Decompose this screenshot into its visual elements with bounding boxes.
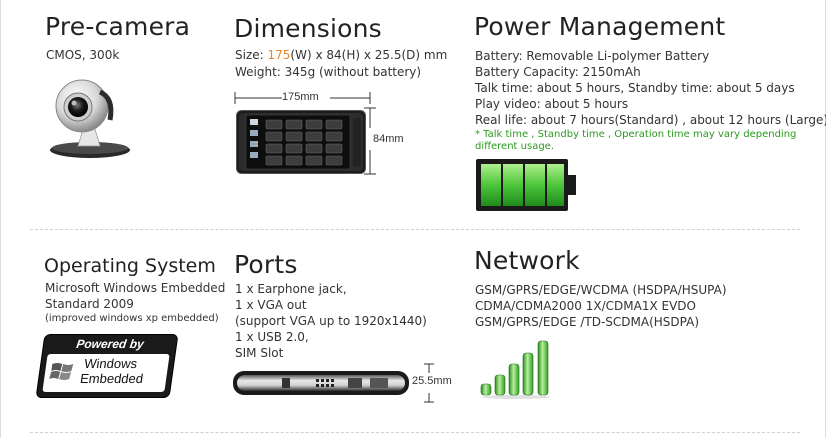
power-note: * Talk time , Standby time , Operation t… xyxy=(475,129,797,152)
signal-bars-icon xyxy=(480,340,550,399)
network-line-1: GSM/GPRS/EDGE/WCDMA (HSDPA/HSUPA) xyxy=(475,283,727,297)
device-front-image xyxy=(236,110,366,174)
ports-line-vga: 1 x VGA out xyxy=(235,298,307,312)
power-title: Power Management xyxy=(474,12,726,41)
precamera-spec: CMOS, 300k xyxy=(46,48,120,62)
ports-line-vga-support: (support VGA up to 1920x1440) xyxy=(235,314,427,328)
ports-line-sim: SIM Slot xyxy=(235,346,284,360)
dimensions-size: Size: 175(W) x 84(H) x 25.5(D) mm xyxy=(235,47,447,63)
depth-dimension-lines xyxy=(424,363,434,403)
badge-inner: Windows Embedded xyxy=(42,354,170,392)
size-width: 175 xyxy=(267,48,291,62)
network-title: Network xyxy=(474,246,580,275)
os-line-2: Standard 2009 xyxy=(45,297,134,311)
width-label: 175mm xyxy=(282,91,319,103)
os-title: Operating System xyxy=(44,255,216,277)
section-divider xyxy=(30,229,800,230)
windows-embedded-badge: Powered by Windows Embedded xyxy=(35,334,179,398)
badge-top-text: Powered by xyxy=(75,337,145,351)
precamera-title: Pre-camera xyxy=(45,12,191,41)
webcam-icon xyxy=(50,79,130,158)
windows-logo-icon xyxy=(49,363,74,380)
badge-embedded-text: Embedded xyxy=(79,371,145,386)
power-line-talk: Talk time: about 5 hours, Standby time: … xyxy=(475,81,795,95)
ports-line-earphone: 1 x Earphone jack, xyxy=(235,282,347,296)
height-label: 84mm xyxy=(373,133,404,145)
size-rest: (W) x 84(H) x 25.5(D) mm xyxy=(290,48,448,62)
network-line-3: GSM/GPRS/EDGE /TD-SCDMA(HSDPA) xyxy=(475,315,700,329)
dimensions-weight: Weight: 345g (without battery) xyxy=(235,65,422,79)
badge-windows-text: Windows xyxy=(83,356,139,371)
size-prefix: Size: xyxy=(235,48,268,62)
ports-title: Ports xyxy=(234,250,298,279)
power-line-video: Play video: about 5 hours xyxy=(475,97,629,111)
power-line-reallife: Real life: about 7 hours(Standard) , abo… xyxy=(475,113,826,127)
power-line-capacity: Battery Capacity: 2150mAh xyxy=(475,65,641,79)
bottom-divider xyxy=(30,432,800,433)
network-line-2: CDMA/CDMA2000 1X/CDMA1X EVDO xyxy=(475,299,696,313)
os-line-1: Microsoft Windows Embedded xyxy=(45,281,226,295)
battery-icon xyxy=(476,159,576,211)
dimensions-title: Dimensions xyxy=(234,14,382,43)
device-side-image xyxy=(233,371,409,395)
ports-line-usb: 1 x USB 2.0, xyxy=(235,330,309,344)
depth-label: 25.5mm xyxy=(412,375,452,387)
os-line-3: (improved windows xp embedded) xyxy=(45,313,219,324)
power-line-battery: Battery: Removable Li-polymer Battery xyxy=(475,49,710,63)
dimension-lines xyxy=(234,92,376,175)
